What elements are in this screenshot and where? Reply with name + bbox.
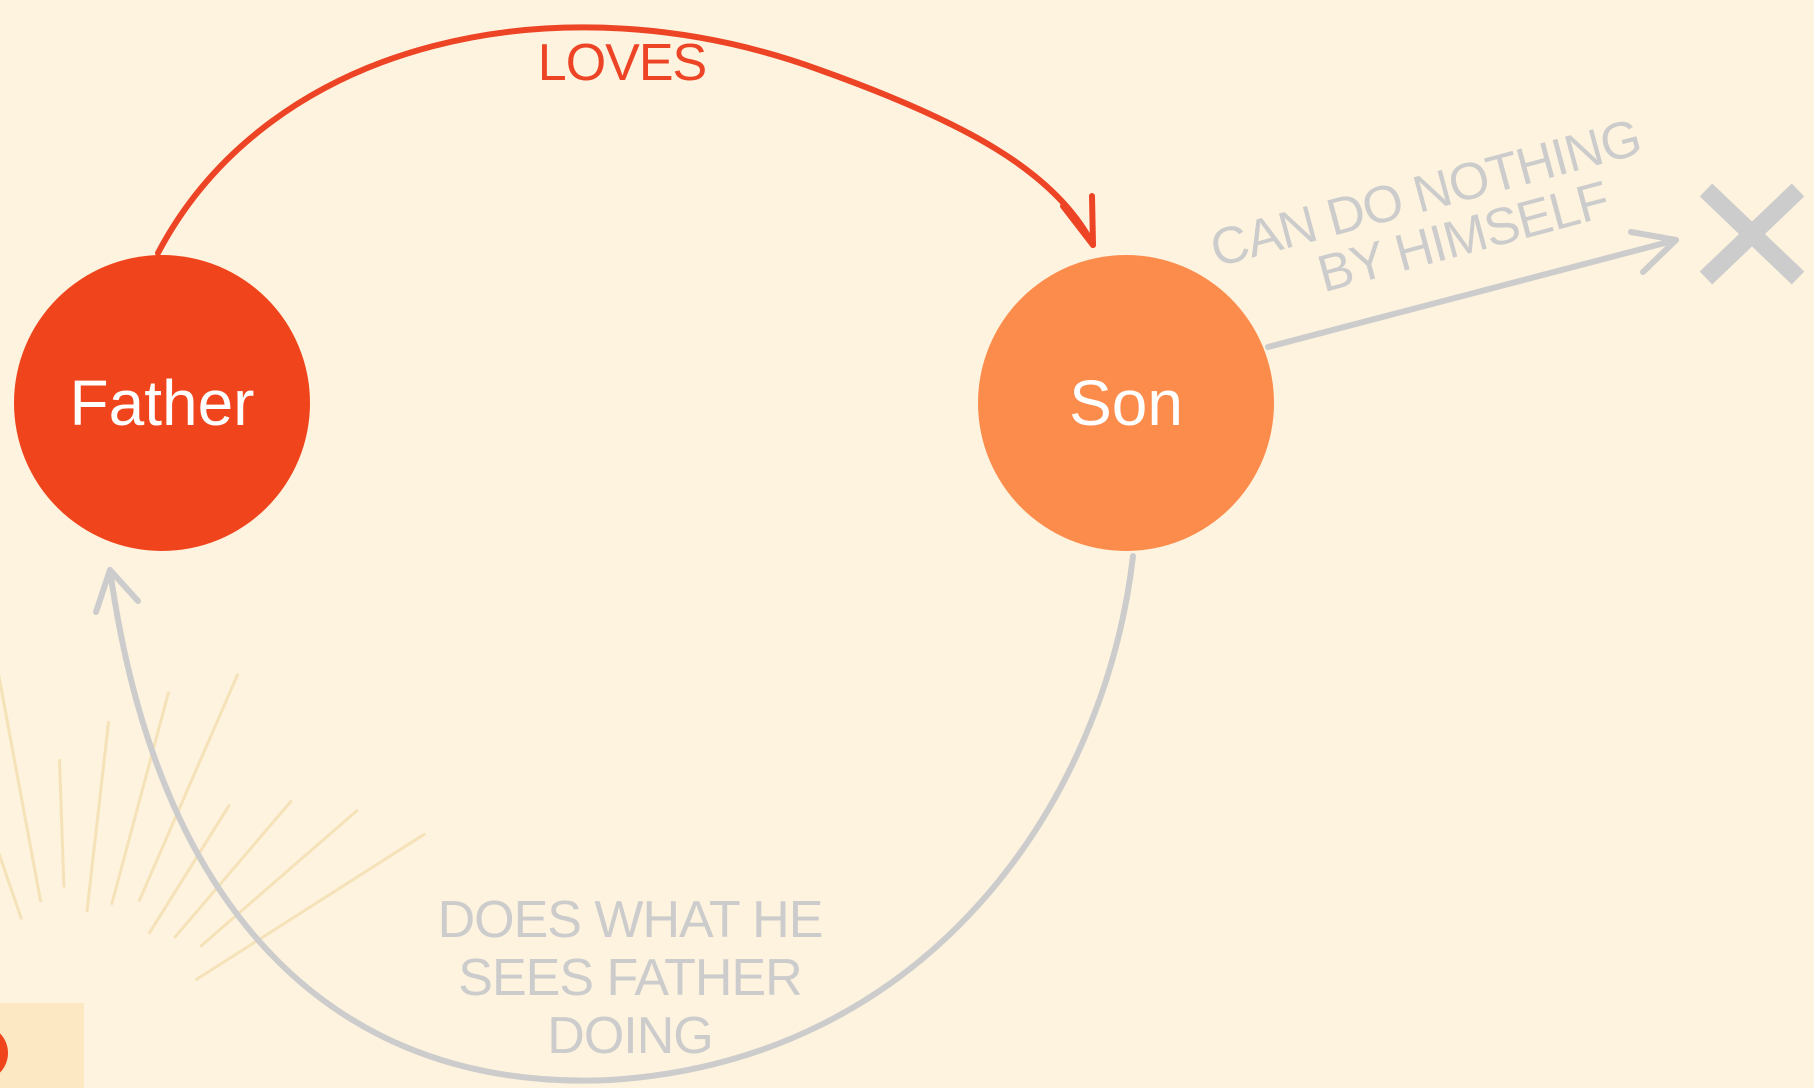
son-node: Son bbox=[978, 255, 1274, 551]
does-label-line1: DOES WHAT HE bbox=[438, 891, 823, 949]
does-label: DOES WHAT HE SEES FATHER DOING bbox=[438, 891, 823, 1065]
sunburst-ray bbox=[0, 647, 41, 901]
loves-label: LOVES bbox=[538, 34, 706, 92]
sunburst-ray bbox=[87, 722, 109, 911]
does-label-line3: DOING bbox=[547, 1007, 712, 1065]
father-label: Father bbox=[70, 367, 255, 439]
father-node: Father bbox=[14, 255, 310, 551]
nothing-label: CAN DO NOTHING BY HIMSELF bbox=[1204, 108, 1660, 329]
sunburst-ray bbox=[150, 806, 230, 933]
corner-block bbox=[0, 1003, 84, 1088]
does-label-line2: SEES FATHER bbox=[458, 949, 801, 1007]
sunburst-ray bbox=[139, 675, 237, 901]
sunburst-icon bbox=[0, 647, 424, 1009]
sunburst-ray bbox=[112, 693, 168, 904]
close-icon bbox=[1706, 190, 1798, 278]
son-label: Son bbox=[1069, 367, 1183, 439]
sunburst-ray bbox=[60, 760, 64, 886]
